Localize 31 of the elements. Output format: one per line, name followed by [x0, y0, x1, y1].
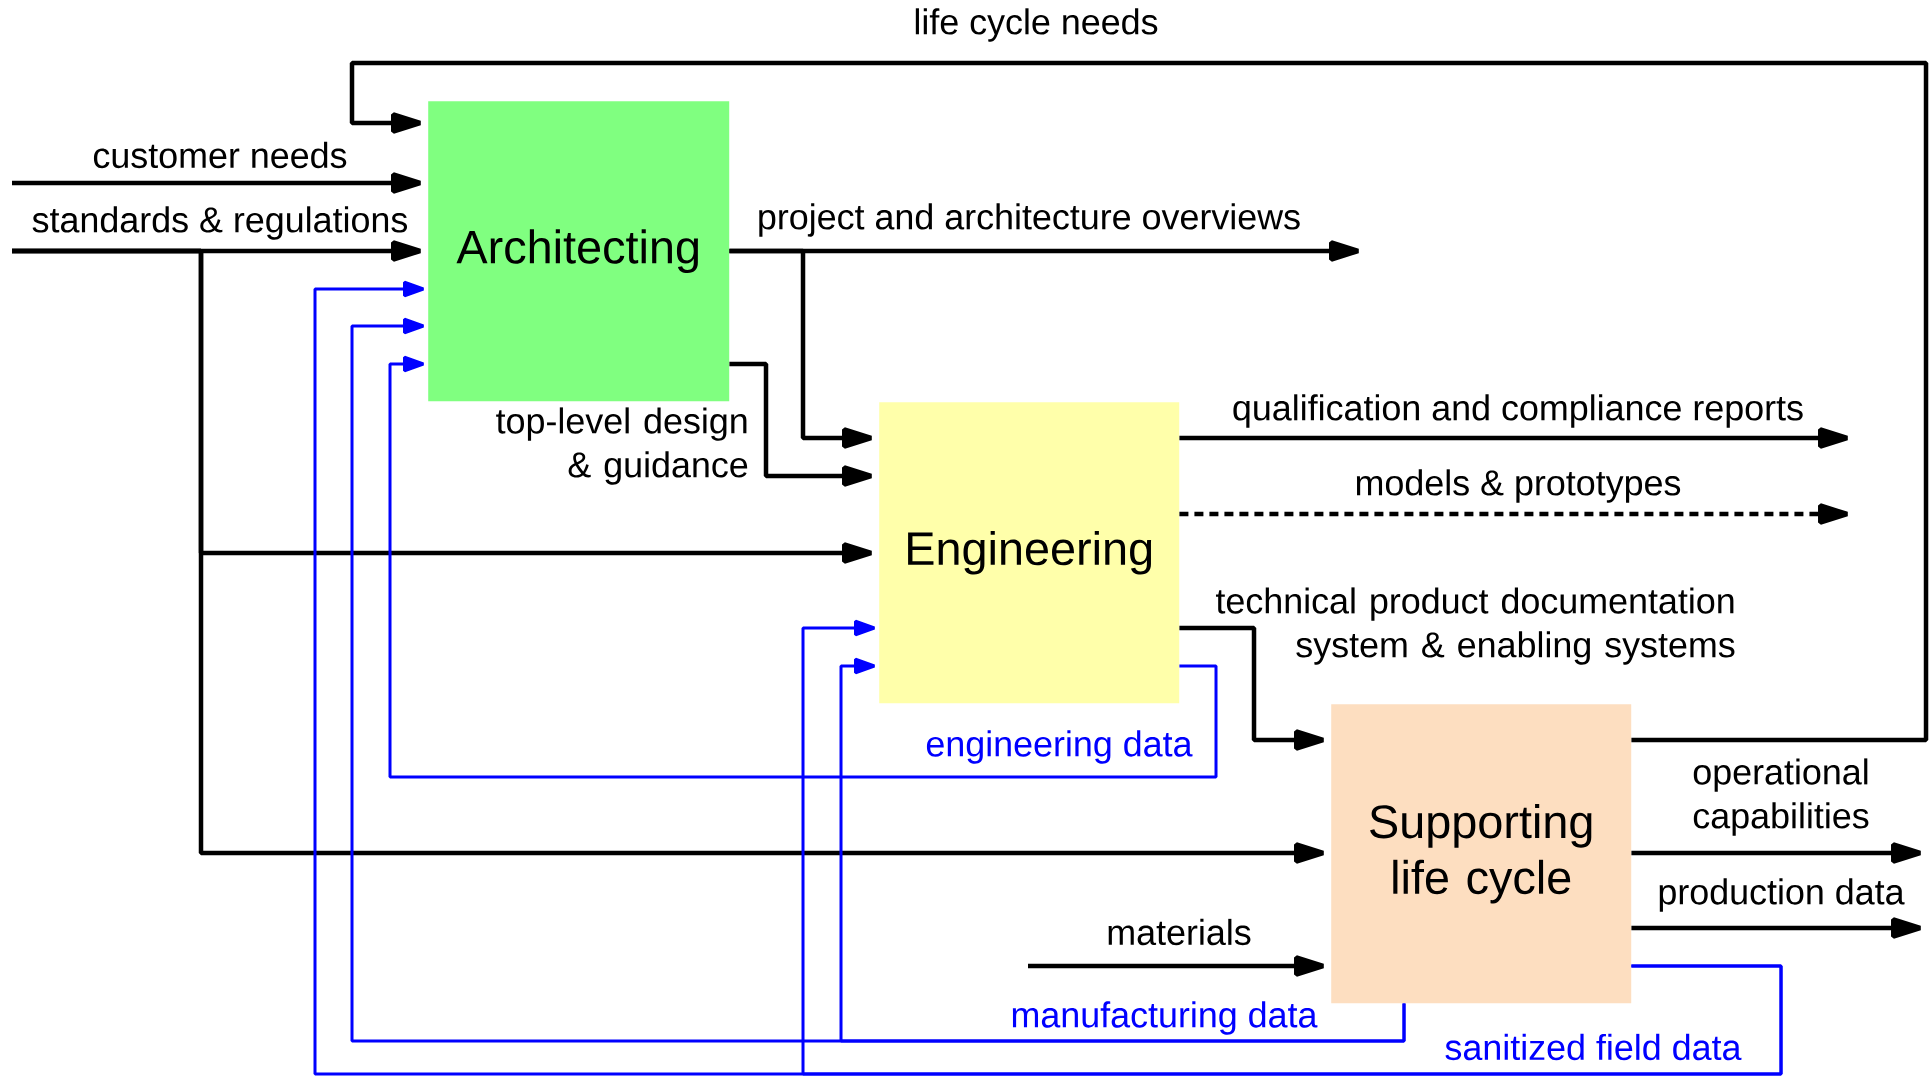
- process-box: Engineering: [879, 402, 1180, 704]
- arrow: [349, 60, 1929, 743]
- edge-label: production data: [1659, 878, 1905, 912]
- edge-label: project and architecture overviews: [759, 203, 1300, 237]
- edge-label: materials: [1108, 918, 1251, 946]
- edge-label: sanitized field data: [1445, 1033, 1742, 1061]
- edge-label: manufacturing data: [1012, 1001, 1318, 1035]
- edge-label: life cycle needs: [915, 8, 1158, 42]
- arrow: [801, 619, 1783, 1076]
- arrow: [1179, 427, 1850, 449]
- arrow: [729, 361, 874, 487]
- arrow: [12, 248, 1326, 864]
- edge-label: qualification and compliance reports: [1233, 394, 1803, 428]
- edge-label: top-level design & guidance: [496, 407, 748, 485]
- arrow: [1028, 955, 1326, 977]
- arrow: [388, 355, 1218, 779]
- arrow: [1631, 917, 1923, 939]
- process-box: Supporting life cycle: [1331, 704, 1632, 1004]
- arrow: [729, 248, 874, 449]
- process-box: Architecting: [428, 101, 730, 402]
- arrow: [1179, 625, 1326, 751]
- arrow: [12, 172, 423, 194]
- edge-label: operational capabilities: [1693, 758, 1869, 836]
- edge-label: engineering data: [926, 730, 1193, 764]
- edge-label: customer needs: [93, 141, 347, 169]
- edge-label: technical product documentation system & enabling systems: [1216, 587, 1735, 665]
- edge-label: models & prototypes: [1356, 469, 1681, 503]
- edge-label: standards & regulations: [32, 206, 408, 240]
- arrow: [1179, 503, 1850, 525]
- arrow: [839, 657, 1406, 1043]
- arrow: [1631, 842, 1923, 864]
